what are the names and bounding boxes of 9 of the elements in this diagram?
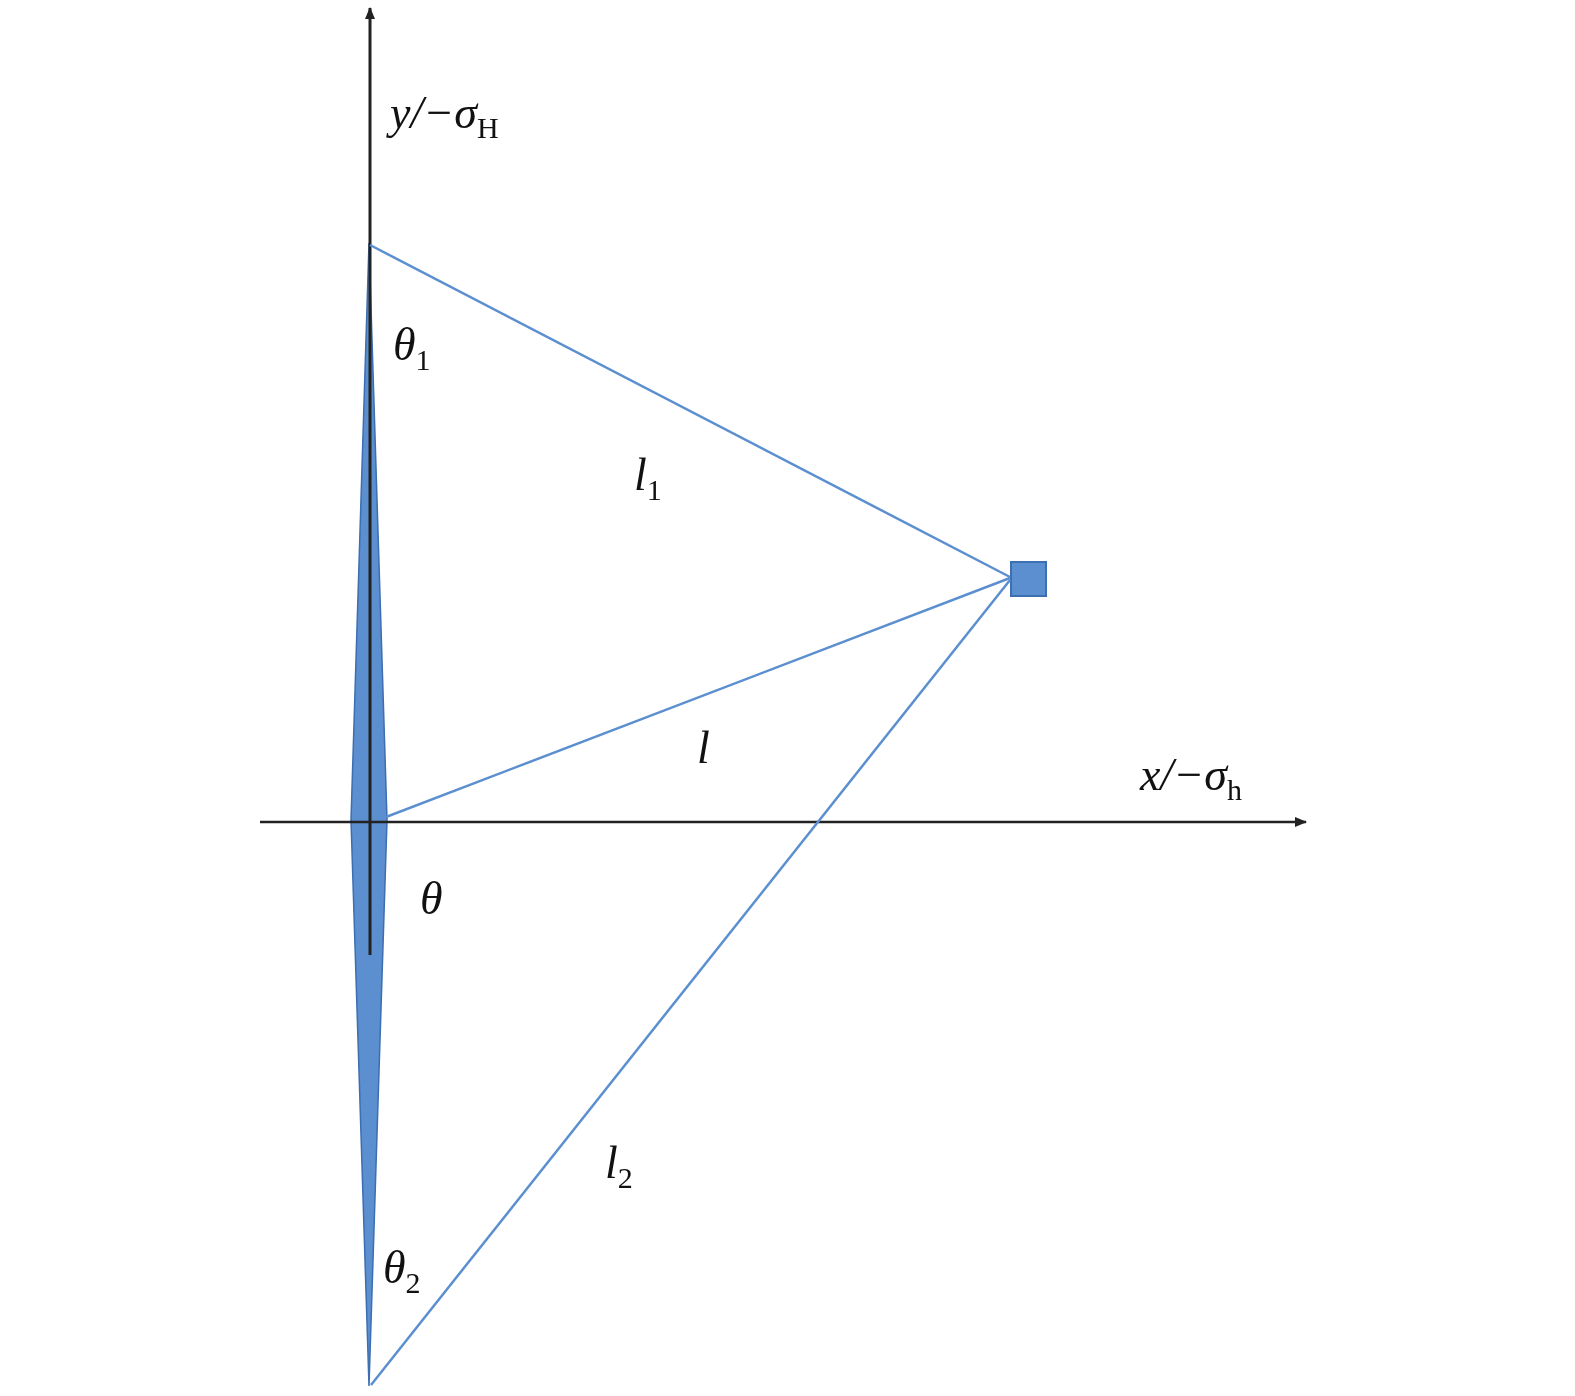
angle-label: θ$_{1}$ [393, 322, 431, 376]
observation-point [1010, 561, 1047, 597]
axis-label: x/−σ$_{h}$ [1140, 752, 1242, 806]
angle-label: θ [420, 876, 443, 922]
connector-line [370, 579, 1011, 1386]
connector-line [369, 243, 1011, 579]
fracture-shape [351, 243, 387, 1386]
angle-label: θ$_{2}$ [383, 1245, 421, 1299]
connector-line [385, 576, 1011, 819]
